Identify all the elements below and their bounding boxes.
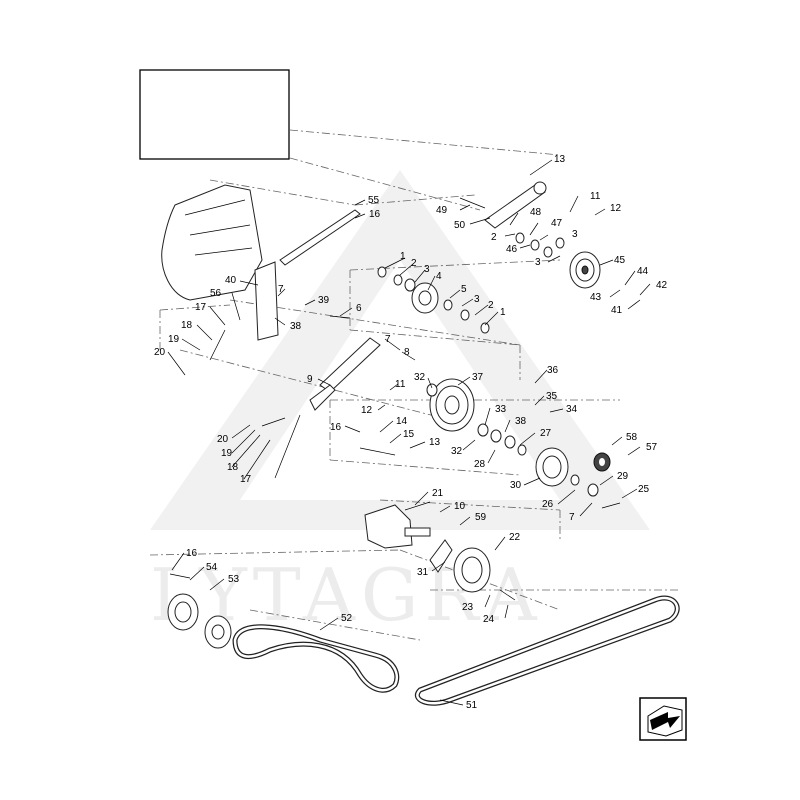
view-direction-arrow-icon bbox=[639, 697, 687, 741]
callout: 12 bbox=[610, 203, 622, 214]
callout: 32 bbox=[414, 372, 426, 383]
callout: 10 bbox=[454, 501, 466, 512]
callout: 53 bbox=[228, 574, 240, 585]
rod-55 bbox=[279, 209, 361, 266]
callout: 51 bbox=[466, 700, 478, 711]
callout: 15 bbox=[403, 429, 415, 440]
fan-31 bbox=[429, 539, 453, 573]
callout: 3 bbox=[474, 294, 480, 305]
callout: 58 bbox=[626, 432, 638, 443]
callout: 12 bbox=[361, 405, 373, 416]
callout: 38 bbox=[515, 416, 527, 427]
callout: 49 bbox=[436, 205, 448, 216]
callout: 40 bbox=[225, 275, 237, 286]
callout: 21 bbox=[432, 488, 444, 499]
callout: 3 bbox=[424, 264, 430, 275]
callout: 18 bbox=[227, 462, 239, 473]
callout: 7 bbox=[385, 334, 391, 345]
callout: 1 bbox=[400, 251, 406, 262]
callout: 56 bbox=[210, 288, 222, 299]
callout: 28 bbox=[474, 459, 486, 470]
callout: 36 bbox=[547, 365, 559, 376]
callout: 2 bbox=[491, 232, 497, 243]
callout: 54 bbox=[206, 562, 218, 573]
drive-belts bbox=[232, 595, 680, 706]
callout: 20 bbox=[154, 347, 166, 358]
callout: 24 bbox=[483, 614, 495, 625]
callout: 39 bbox=[318, 295, 330, 306]
callout: 2 bbox=[488, 300, 494, 311]
callout: 11 bbox=[395, 379, 406, 390]
callout: 16 bbox=[369, 209, 381, 220]
callout: 13 bbox=[554, 154, 566, 165]
callout: 31 bbox=[417, 567, 429, 578]
callout: 57 bbox=[646, 442, 658, 453]
callouts: 13 11 12 49 50 48 2 47 46 3 3 45 44 43 4… bbox=[154, 154, 668, 711]
callout: 32 bbox=[451, 446, 463, 457]
callout: 18 bbox=[181, 320, 193, 331]
callout: 22 bbox=[509, 532, 521, 543]
callout: 30 bbox=[510, 480, 522, 491]
callout: 17 bbox=[240, 474, 252, 485]
machine-parts bbox=[161, 181, 621, 649]
callout: 47 bbox=[551, 218, 563, 229]
callout: 9 bbox=[307, 374, 313, 385]
callout: 23 bbox=[462, 602, 474, 613]
callout: 52 bbox=[341, 613, 353, 624]
callout: 7 bbox=[569, 512, 575, 523]
callout: 42 bbox=[656, 280, 668, 291]
callout: 48 bbox=[530, 207, 542, 218]
callout: 29 bbox=[617, 471, 629, 482]
callout: 3 bbox=[572, 229, 578, 240]
callout: 55 bbox=[368, 195, 380, 206]
callout: 6 bbox=[356, 303, 362, 314]
callout: 16 bbox=[186, 548, 198, 559]
callout: 34 bbox=[566, 404, 578, 415]
gearbox bbox=[364, 504, 413, 549]
callout: 44 bbox=[637, 266, 649, 277]
callout: 5 bbox=[461, 284, 467, 295]
callout: 59 bbox=[475, 512, 487, 523]
callout: 8 bbox=[404, 347, 410, 358]
callout: 19 bbox=[221, 448, 233, 459]
callout: 1 bbox=[500, 307, 506, 318]
callout: 27 bbox=[540, 428, 552, 439]
callout: 20 bbox=[217, 434, 229, 445]
callout: 46 bbox=[506, 244, 518, 255]
callout: 16 bbox=[330, 422, 342, 433]
title-frame bbox=[139, 69, 290, 160]
callout: 7 bbox=[278, 284, 284, 295]
callout: 45 bbox=[614, 255, 626, 266]
callout: 2 bbox=[411, 258, 417, 269]
callout: 4 bbox=[436, 271, 442, 282]
callout: 35 bbox=[546, 391, 558, 402]
callout: 14 bbox=[396, 416, 408, 427]
callout: 13 bbox=[429, 437, 441, 448]
callout: 41 bbox=[611, 305, 623, 316]
callout: 37 bbox=[472, 372, 484, 383]
callout: 19 bbox=[168, 334, 180, 345]
callout: 25 bbox=[638, 484, 650, 495]
callout: 38 bbox=[290, 321, 302, 332]
callout: 33 bbox=[495, 404, 507, 415]
callout: 11 bbox=[590, 191, 601, 202]
callout: 3 bbox=[535, 257, 541, 268]
housing-cover bbox=[161, 184, 263, 301]
bracket-40 bbox=[254, 261, 279, 341]
callout: 26 bbox=[542, 499, 554, 510]
callout: 50 bbox=[454, 220, 466, 231]
leader-lines bbox=[167, 159, 651, 706]
callout: 17 bbox=[195, 302, 207, 313]
callout: 43 bbox=[590, 292, 602, 303]
